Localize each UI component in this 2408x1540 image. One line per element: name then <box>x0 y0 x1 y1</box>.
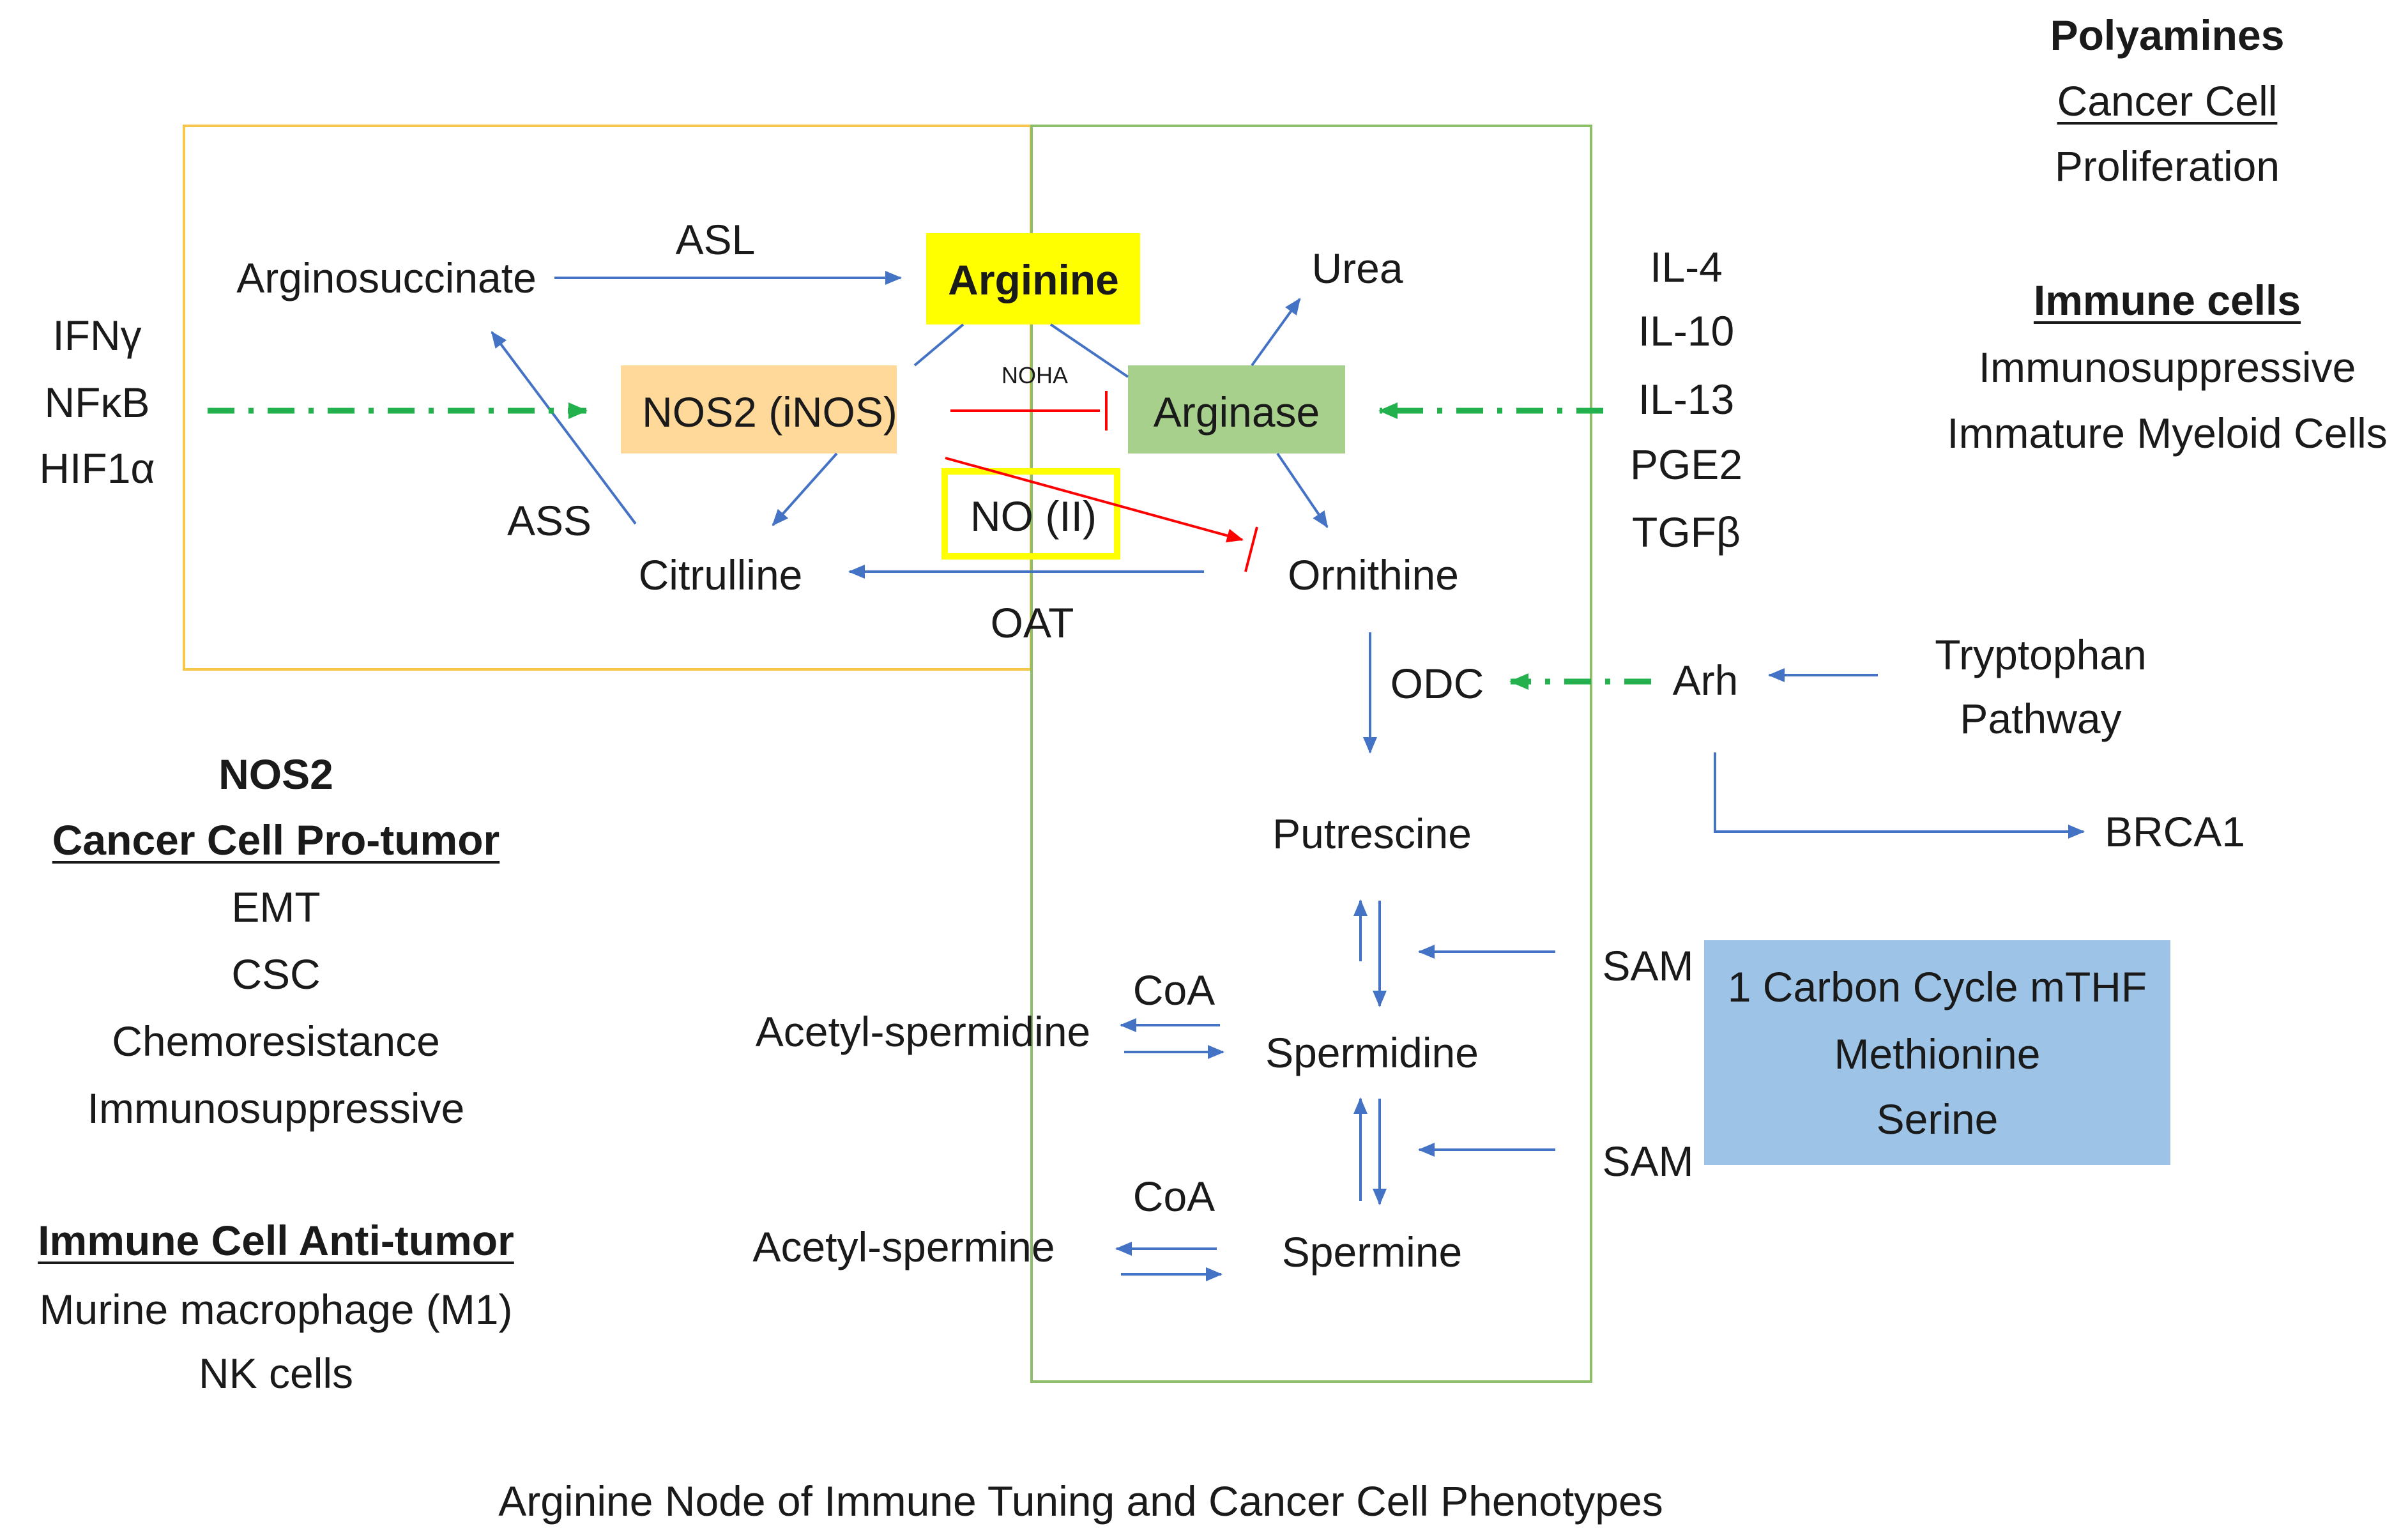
brca1-label: BRCA1 <box>2104 808 2246 855</box>
sam-label-spermine: SAM <box>1602 1138 1694 1185</box>
nos2-highlight <box>621 365 897 454</box>
carbon-cycle-line-1: 1 Carbon Cycle mTHF <box>1727 963 2147 1010</box>
asl-enzyme-label: ASL <box>675 216 756 263</box>
noha-label: NOHA <box>1001 362 1069 388</box>
arginine-to-nos2-line <box>913 323 964 367</box>
polyamines-title: Polyamines <box>2050 11 2285 59</box>
coa-label-spermidine: CoA <box>1132 966 1215 1014</box>
coa-label-spermine: CoA <box>1132 1173 1215 1220</box>
sam-label-spermidine: SAM <box>1602 942 1694 989</box>
spermidine-label: Spermidine <box>1265 1029 1479 1076</box>
right-inducer-il4: IL-4 <box>1650 243 1723 291</box>
polyamines-cancer-heading: Cancer Cell <box>2057 77 2278 125</box>
polyamines-immune-heading: Immune cells <box>2033 277 2301 324</box>
figure-caption: Arginine Node of Immune Tuning and Cance… <box>498 1477 1663 1525</box>
polyamines-immune-item-1: Immunosuppressive <box>1978 344 2356 391</box>
putrescine-label: Putrescine <box>1272 810 1472 857</box>
left-inducer-nfkb: NFκB <box>44 379 150 426</box>
carbon-cycle-line-3: Serine <box>1876 1095 1999 1143</box>
no-inhibition-bar <box>1244 526 1258 572</box>
nos2-cancer-item-immunosuppressive: Immunosuppressive <box>87 1085 465 1132</box>
polyamines-cancer-item: Proliferation <box>2054 142 2280 190</box>
nos2-cancer-heading: Cancer Cell Pro-tumor <box>52 816 500 864</box>
arginase-region-frame <box>1030 125 1592 1383</box>
arginosuccinate-label: Arginosuccinate <box>236 254 537 301</box>
nos2-immune-item-nk: NK cells <box>198 1350 354 1397</box>
odc-enzyme-label: ODC <box>1390 660 1484 707</box>
nitric-oxide-label: NO (II) <box>970 492 1097 540</box>
right-inducer-tgfb: TGFβ <box>1632 508 1741 556</box>
no-inhibition-arrow <box>945 457 1244 543</box>
nos2-enzyme-label: NOS2 (iNOS) <box>642 388 897 436</box>
arh-to-brca1-arrow <box>1714 752 2085 839</box>
ass-enzyme-label: ASS <box>507 497 592 544</box>
nos2-to-citrulline-arrow <box>772 452 838 526</box>
acetyl-spermidine-label: Acetyl-spermidine <box>755 1008 1091 1055</box>
left-inducer-hif1a: HIF1α <box>39 445 155 492</box>
right-inducer-pge2: PGE2 <box>1629 441 1743 488</box>
nitric-oxide-frame <box>941 468 1120 560</box>
arh-label: Arh <box>1672 657 1739 704</box>
ass-arrow <box>491 331 637 525</box>
left-inducer-ifn-gamma: IFNγ <box>52 312 142 359</box>
right-inducer-il13: IL-13 <box>1638 376 1735 423</box>
urea-label: Urea <box>1311 245 1403 292</box>
citrulline-label: Citrulline <box>638 551 803 598</box>
carbon-cycle-line-2: Methionine <box>1834 1030 2041 1078</box>
acetyl-spermine-label: Acetyl-spermine <box>752 1223 1055 1270</box>
nos2-cancer-item-chemoresistance: Chemoresistance <box>112 1018 440 1065</box>
arginase-to-urea-arrow <box>1251 298 1301 367</box>
nos2-panel-title: NOS2 <box>218 751 333 798</box>
arginine-to-arginase-line <box>1049 323 1129 378</box>
ornithine-label: Ornithine <box>1288 551 1459 598</box>
tryptophan-pathway-label: Pathway <box>1960 695 2122 742</box>
polyamines-immune-item-2: Immature Myeloid Cells <box>1947 409 2388 457</box>
nos2-immune-item-macrophage: Murine macrophage (M1) <box>39 1286 513 1333</box>
spermine-label: Spermine <box>1281 1228 1463 1276</box>
nos2-cancer-item-csc: CSC <box>231 950 321 998</box>
one-carbon-cycle-box <box>1704 940 2170 1165</box>
arginine-highlight <box>926 233 1140 324</box>
oat-enzyme-label: OAT <box>990 599 1074 646</box>
right-inducer-il10: IL-10 <box>1638 307 1735 355</box>
arginine-label: Arginine <box>948 256 1119 303</box>
arginase-to-ornithine-arrow <box>1276 452 1329 528</box>
nos2-immune-heading: Immune Cell Anti-tumor <box>38 1217 514 1264</box>
arginase-enzyme-label: Arginase <box>1153 388 1320 436</box>
nos2-cancer-item-emt: EMT <box>231 883 321 931</box>
arginase-highlight <box>1128 365 1345 454</box>
tryptophan-label: Tryptophan <box>1935 631 2147 678</box>
